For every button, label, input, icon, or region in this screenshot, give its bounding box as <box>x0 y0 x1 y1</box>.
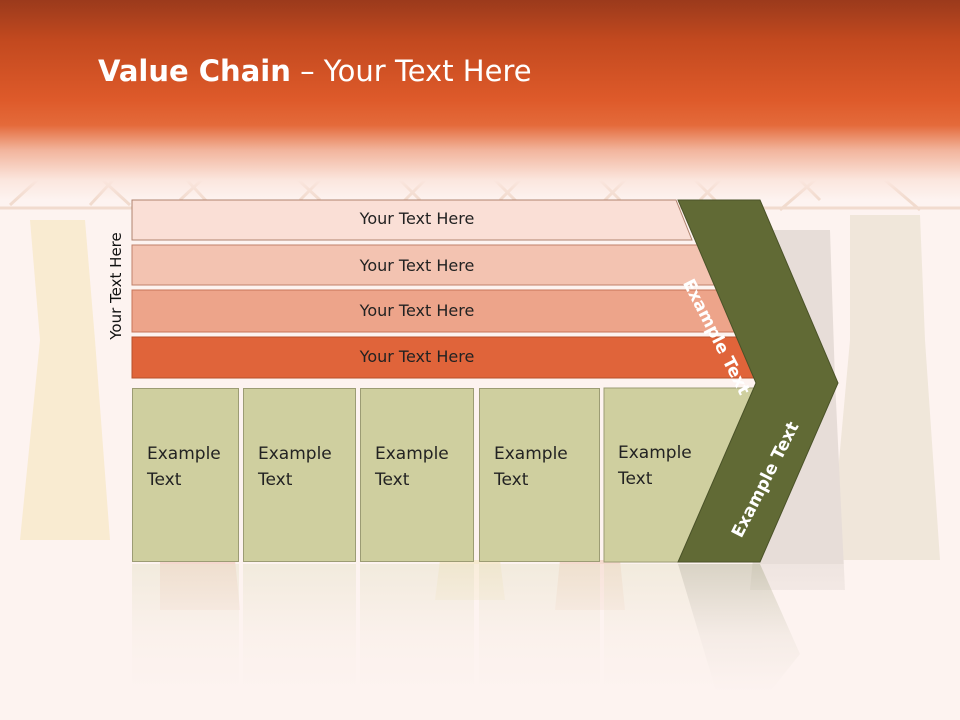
primary-box-3: Example Text <box>360 388 474 562</box>
title-bold: Value Chain <box>98 54 291 88</box>
support-row-1-shape <box>131 199 693 241</box>
page-title: Value Chain – Your Text Here <box>98 54 532 88</box>
support-row-3-label: Your Text Here <box>359 301 475 320</box>
primary-box-1: Example Text <box>132 388 239 562</box>
support-row-4-label: Your Text Here <box>359 347 475 366</box>
primary-box-4-label: Example Text <box>494 444 568 490</box>
primary-box-5: Example Text <box>604 388 764 562</box>
margin-chevron <box>677 199 839 563</box>
primary-box-1-label: Example Text <box>147 444 221 490</box>
primary-box-5-label: Example Text <box>618 443 692 489</box>
support-row-1-label: Your Text Here <box>359 209 475 228</box>
title-rest: – Your Text Here <box>290 54 532 88</box>
reflection-fade <box>0 564 960 720</box>
header-band <box>0 0 960 200</box>
primary-box-4: Example Text <box>479 388 600 562</box>
support-row-2-label: Your Text Here <box>359 256 475 275</box>
primary-box-3-label: Example Text <box>375 444 449 490</box>
primary-box-2: Example Text <box>243 388 356 562</box>
primary-box-2-label: Example Text <box>258 444 332 490</box>
